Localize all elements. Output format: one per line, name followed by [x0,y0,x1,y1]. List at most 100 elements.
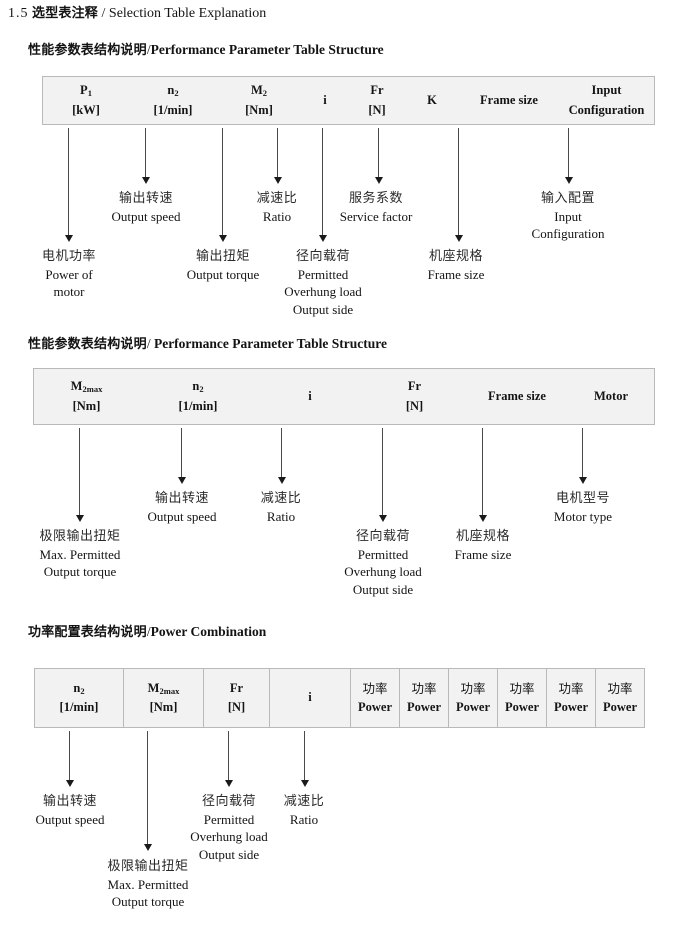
table-2-col-m2max-symbol: M2max [70,379,103,395]
table-3-col-n2: n2 [1/min] [35,669,123,727]
table-3-col-fr-unit: [N] [227,700,246,714]
table-1-col-fr-symbol: Fr [370,83,384,98]
annotation-overhung-load-3-en-3: Output side [198,846,260,862]
annotation-input-configuration-en-1: Input [554,208,582,224]
table-1-col-i: i [301,77,349,124]
annotation-max-permitted-output-torque-3-cn: 极限输出扭矩 [107,859,189,874]
table-1-col-fr: Fr [N] [349,77,405,124]
table-1-col-p1-sub: 1 [87,88,92,99]
table-3-col-power-2: 功率 Power [399,669,448,727]
table-1-col-input-configuration: Input Configuration [559,77,654,124]
table-2-col-fr-unit: [N] [405,398,424,413]
annotation-ratio-2-en-1: Ratio [266,508,296,524]
table-3-col-power-3-cn: 功率 [460,680,486,696]
table-1-col-m2-sub: 2 [262,88,268,99]
annotation-overhung-load-en-2: Overhung load [284,284,362,300]
arrow-to-ratio-2 [277,428,286,484]
arrow-to-service-factor [374,128,383,184]
table-1-col-frame-size: Frame size [459,77,559,124]
annotation-output-speed-2-cn: 输出转速 [154,491,209,506]
table-1-col-i-symbol: i [323,92,327,107]
annotation-overhung-load-2-cn: 径向载荷 [355,529,410,544]
section-3-heading-cn: 功率配置表结构说明 [28,625,147,640]
table-3-col-fr: Fr [N] [203,669,269,727]
table-1-col-p1-unit: [kW] [72,102,100,117]
table-3-col-power-5-cn: 功率 [558,680,584,696]
table-3-col-power-5-en: Power [553,700,588,714]
arrow-to-ratio [273,128,282,184]
section-2-heading: 性能参数表结构说明/ Performance Parameter Table S… [28,336,387,353]
annotation-motor-type-en-1: Motor type [553,508,613,524]
annotation-max-permitted-output-torque-3: 极限输出扭矩 Max. Permitted Output torque [107,858,188,911]
section-3-heading-en: Power Combination [150,624,267,639]
annotation-output-torque: 输出扭矩 Output torque [187,248,260,283]
arrow-to-frame-size [454,128,463,242]
performance-parameter-table-2: M2max [Nm] n2 [1/min] i Fr [N] Frame siz… [33,368,655,425]
annotation-input-configuration: 输入配置 Input Configuration [532,190,605,243]
table-3-col-m2max: M2max [Nm] [123,669,203,727]
table-1-col-frame-size-symbol: Frame size [480,92,538,107]
table-2-col-frame-size: Frame size [466,369,568,424]
table-3-col-fr-symbol: Fr [229,680,244,695]
table-3-col-power-4-cn: 功率 [509,680,535,696]
annotation-overhung-load-2-en-2: Overhung load [344,564,422,580]
annotation-overhung-load-en-3: Output side [292,301,354,317]
annotation-output-speed-3-en-1: Output speed [35,811,105,827]
annotation-service-factor: 服务系数 Service factor [340,190,413,225]
annotation-overhung-load-2-en-1: Permitted [357,546,409,562]
annotation-output-torque-cn: 输出扭矩 [195,249,251,264]
arrow-to-max-permitted-output-torque [75,428,84,522]
table-3-col-power-3-en: Power [455,700,490,714]
annotation-frame-size-en-1: Frame size [427,266,485,282]
table-1-col-k: K [405,77,459,124]
annotation-frame-size: 机座规格 Frame size [428,248,485,283]
annotation-power-of-motor-en-1: Power of [45,266,93,282]
table-2-col-m2max-unit: [Nm] [72,398,101,413]
table-3-col-m2max-sub: 2max [159,685,180,696]
annotation-frame-size-2: 机座规格 Frame size [455,528,512,563]
table-1-col-n2-unit: [1/min] [153,102,193,117]
table-2-col-i-symbol: i [308,388,312,403]
annotation-output-speed: 输出转速 Output speed [112,190,181,225]
arrow-to-output-speed-2 [177,428,186,484]
annotation-max-permitted-output-torque-cn: 极限输出扭矩 [39,529,121,544]
annotation-ratio-en-1: Ratio [262,208,292,224]
table-3-col-power-5: 功率 Power [546,669,595,727]
annotation-max-permitted-output-torque-3-en-2: Output torque [111,894,185,910]
annotation-overhung-load-cn: 径向载荷 [295,249,350,264]
section-number: 1.5 [8,6,29,21]
annotation-overhung-load-2: 径向载荷 Permitted Overhung load Output side [344,528,422,598]
section-1-heading: 性能参数表结构说明/Performance Parameter Table St… [28,42,384,59]
page-title-en: Selection Table Explanation [108,6,267,21]
arrow-to-power-of-motor [64,128,73,242]
annotation-service-factor-cn: 服务系数 [348,191,404,206]
arrow-to-output-torque [218,128,227,242]
annotation-max-permitted-output-torque-en-1: Max. Permitted [39,546,121,562]
annotation-output-torque-en-1: Output torque [186,266,260,282]
annotation-frame-size-cn: 机座规格 [428,249,484,264]
annotation-motor-type-cn: 电机型号 [555,491,611,506]
table-2-col-m2max: M2max [Nm] [34,369,139,424]
annotation-max-permitted-output-torque-en-2: Output torque [43,564,117,580]
table-1-col-m2-symbol: M2 [250,83,268,99]
arrow-to-motor-type [578,428,587,484]
annotation-power-of-motor-cn: 电机功率 [41,249,97,264]
arrow-to-output-speed [141,128,150,184]
table-3-col-power-6-en: Power [602,700,637,714]
table-1-col-m2: M2 [Nm] [217,77,301,124]
annotation-ratio-cn: 减速比 [256,191,298,206]
table-2-col-fr-symbol: Fr [407,379,422,394]
annotation-ratio-2: 减速比 Ratio [261,490,302,525]
arrow-to-max-permitted-output-torque-3 [143,731,152,851]
arrow-to-input-configuration [564,128,573,184]
annotation-power-of-motor-en-2: motor [53,284,85,300]
annotation-output-speed-2: 输出转速 Output speed [148,490,217,525]
table-2-col-n2-sub: 2 [199,384,204,395]
annotation-ratio: 减速比 Ratio [257,190,298,225]
annotation-overhung-load: 径向载荷 Permitted Overhung load Output side [284,248,362,318]
section-1-heading-sep: / [146,42,151,57]
performance-parameter-table-1: P1 [kW] n2 [1/min] M2 [Nm] i Fr [N] K Fr… [42,76,655,125]
annotation-output-speed-3-cn: 输出转速 [42,794,97,809]
annotation-frame-size-2-en-1: Frame size [454,546,512,562]
page-title-cn: 选型表注释 [32,6,99,21]
